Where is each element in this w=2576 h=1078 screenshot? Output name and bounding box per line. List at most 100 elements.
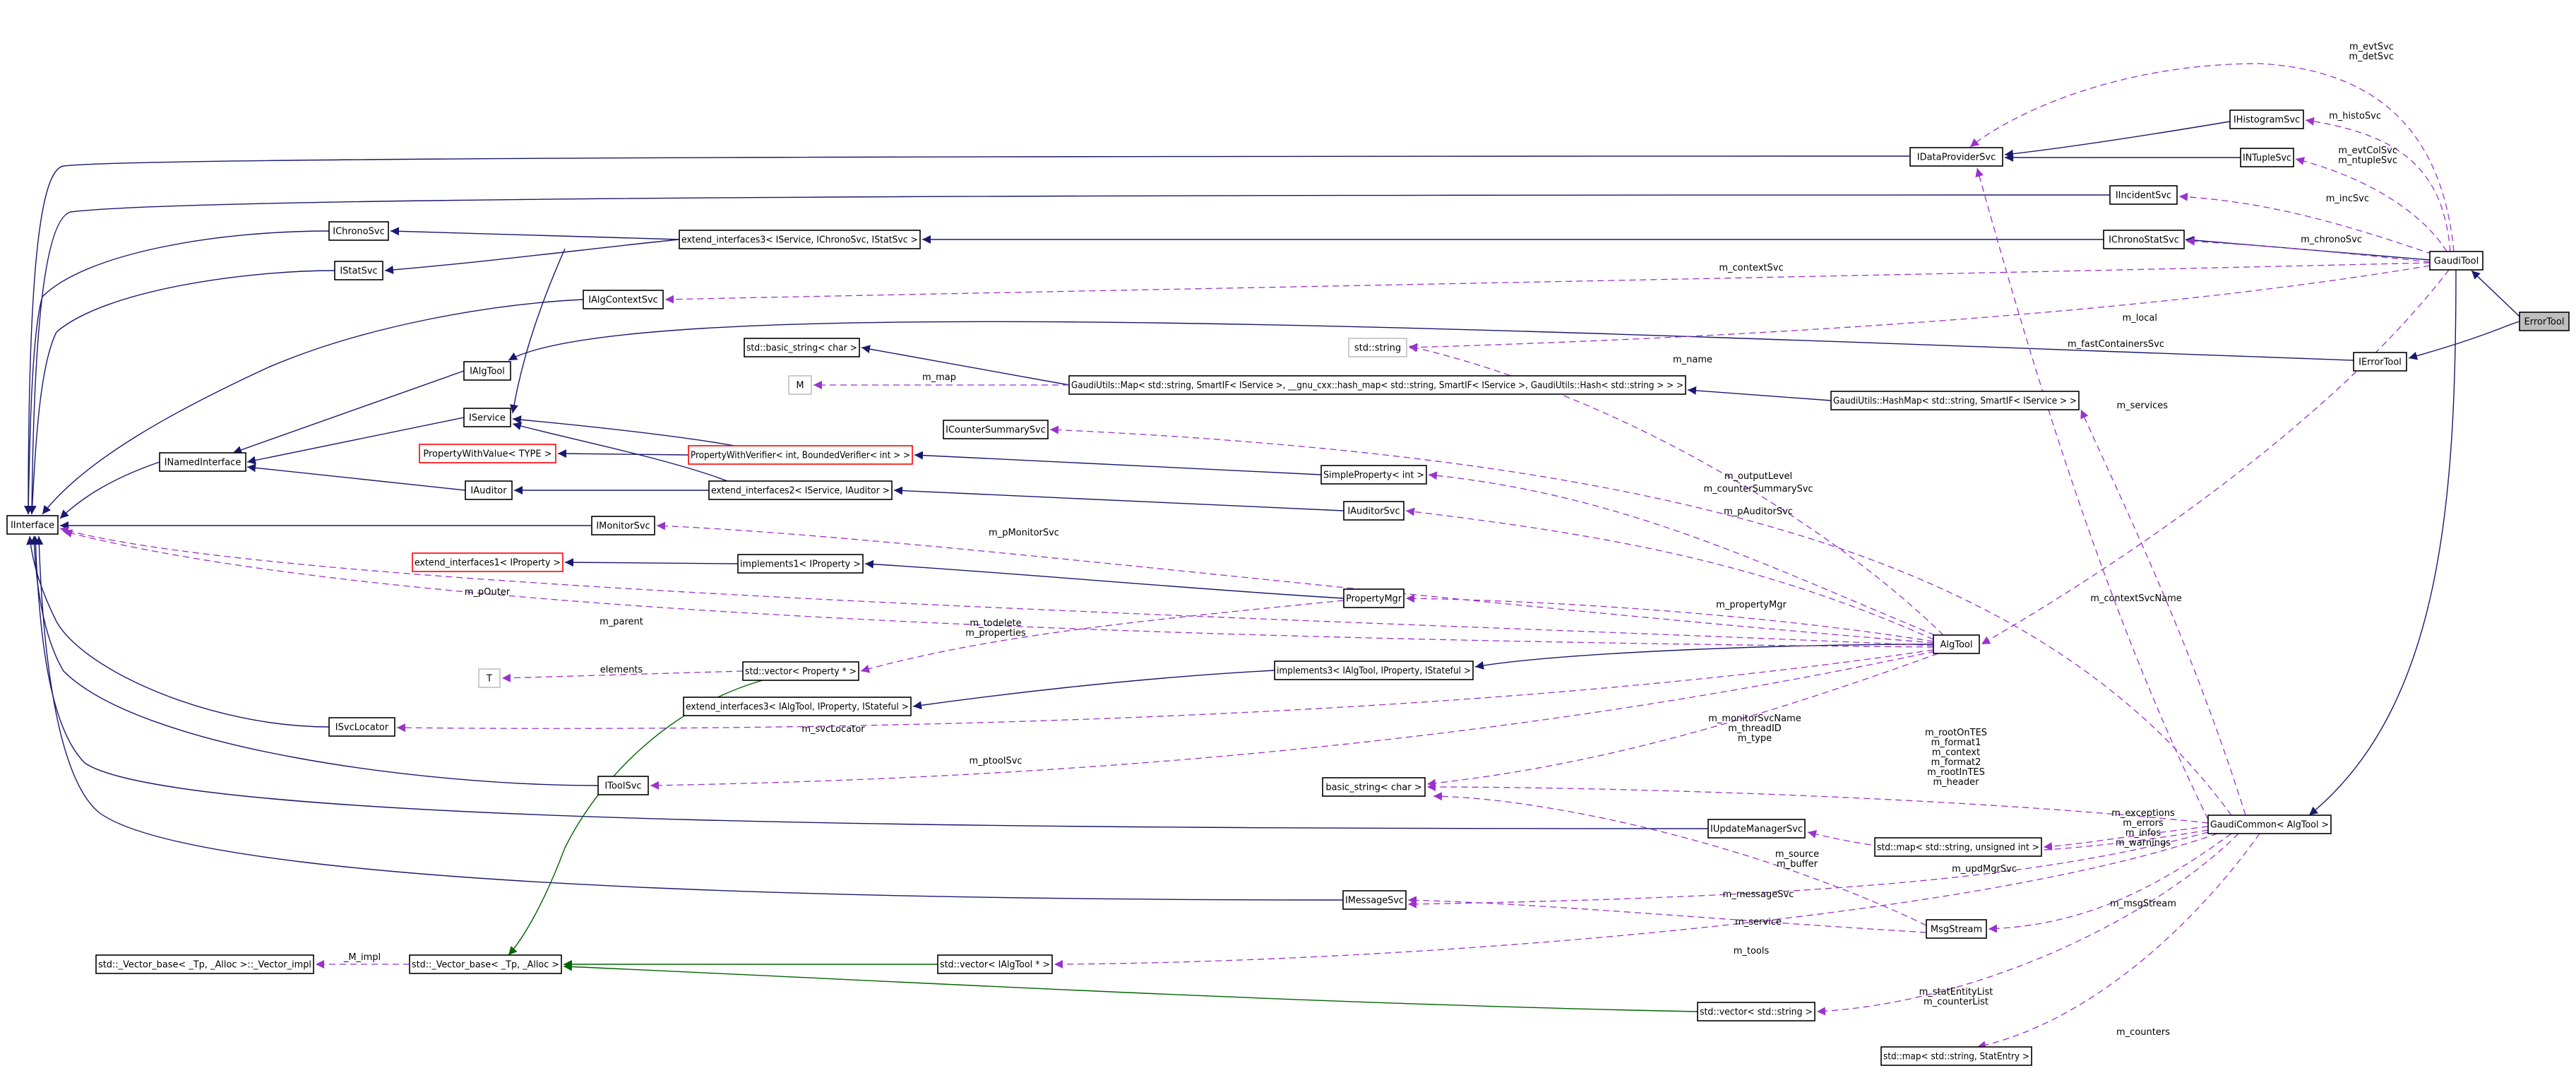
class-node-label: IUpdateManagerSvc [1710,824,1803,835]
class-node-imessage-svc[interactable]: IMessageSvc [1342,890,1407,910]
edge-label-m-map-0: m_map [922,372,956,383]
class-node-basic-string-char[interactable]: std::basic_string< char > [744,338,860,357]
class-node-itool-svc[interactable]: IToolSvc [597,776,649,795]
class-node-msg-stream[interactable]: MsgStream [1926,919,1987,939]
class-node-gaudi-tool[interactable]: GaudiTool [2429,251,2483,271]
class-node-box [2353,352,2407,372]
class-node-iinterface[interactable]: IInterface [6,515,59,535]
class-node-simple-property-int[interactable]: SimpleProperty< int > [1320,465,1427,485]
class-node-basic-string-char2[interactable]: basic_string< char > [1322,777,1426,797]
class-node-iupdate-manager-svc[interactable]: IUpdateManagerSvc [1707,819,1806,839]
usage-edge-43 [2178,192,2433,255]
class-node-box [1274,661,1474,680]
edge-label-m-inc-svc-0: m_incSvc [2326,194,2369,204]
usage-edge-45 [664,262,2431,304]
class-node-idata-provider-svc[interactable]: IDataProviderSvc [1909,147,2003,167]
class-node-vector-ialg-tool[interactable]: std::vector< IAlgTool * > [937,954,1053,974]
class-node-box [1874,837,2042,857]
edge-label-m-p-auditor-svc-0: m_pAuditorSvc [1724,507,1793,517]
class-node-std-string[interactable]: std::string [1348,338,1407,357]
class-node-box [1830,391,2080,410]
class-node-box [683,697,912,716]
class-node-intuple-svc[interactable]: INTupleSvc [2240,148,2294,167]
edge-label-m-monitor-svc-name-1: m_threadID [1728,723,1782,734]
usage-edge-59 [860,600,1344,673]
class-node-iauditor[interactable]: IAuditor [465,480,513,500]
class-node-label: IIncidentSvc [2116,191,2171,201]
class-node-property-mgr[interactable]: PropertyMgr [1343,588,1405,608]
inheritance-edge-33 [564,558,739,567]
class-node-iservice[interactable]: IService [463,408,511,427]
class-node-box [597,776,649,795]
inheritance-edge-16 [42,299,584,515]
usage-edge-47 [1975,167,2209,820]
class-node-box [1909,147,2003,167]
class-node-vector-property[interactable]: std::vector< Property * > [742,661,859,681]
class-node-isvc-locator[interactable]: ISvcLocator [328,717,395,737]
inheritance-edge-17 [232,370,465,454]
class-node-box [688,445,913,465]
class-node-implements1[interactable]: implements1< IProperty > [737,554,864,574]
inheritance-edge-30 [914,451,1322,475]
class-node-map-string-uint[interactable]: std::map< std::string, unsigned int > [1874,837,2042,857]
class-node-alg-tool[interactable]: AlgTool [1933,634,1980,654]
class-node-extend-interfaces3-alg[interactable]: extend_interfaces3< IAlgTool, IProperty,… [683,697,912,716]
class-node-imonitor-svc[interactable]: IMonitorSvc [591,516,655,535]
class-node-ichrono-svc[interactable]: IChronoSvc [328,221,389,241]
class-node-vector-base[interactable]: std::_Vector_base< _Tp, _Alloc > [409,954,562,974]
class-node-iauditor-svc[interactable]: IAuditorSvc [1343,501,1405,521]
class-node-label: INTupleSvc [2243,153,2291,164]
usage-edge-48 [1408,343,1944,636]
edge-label-m-root-on-tes-4: m_rootInTES [1927,767,1985,778]
class-node-ichrono-stat-svc[interactable]: IChronoStatSvc [2103,230,2185,249]
edge-label-m-upd-mgr-svc-0: m_updMgrSvc [1952,864,2017,875]
class-node-label: extend_interfaces1< IProperty > [415,558,561,569]
class-node-label: implements1< IProperty > [740,559,861,570]
class-node-icounter-summary-svc[interactable]: ICounterSummarySvc [943,420,1049,439]
class-node-ialg-context-svc[interactable]: IAlgContextSvc [583,290,664,309]
class-node-label: std::vector< IAlgTool * > [940,960,1050,971]
class-node-box [1343,588,1405,608]
class-node-property-with-value[interactable]: PropertyWithValue< TYPE > [419,444,556,463]
class-node-box [334,261,383,280]
class-node-extend-interfaces1[interactable]: extend_interfaces1< IProperty > [412,552,564,572]
class-node-property-with-verifier[interactable]: PropertyWithVerifier< int, BoundedVerifi… [688,445,913,465]
usage-edge-68 [1988,833,2232,933]
class-node-ihistogram-svc[interactable]: IHistogramSvc [2229,109,2304,129]
class-node-map-stat-entry[interactable]: std::map< std::string, StatEntry > [1880,1046,2032,1066]
class-node-gaudi-common[interactable]: GaudiCommon< AlgTool > [2207,815,2332,834]
class-node-ialg-tool[interactable]: IAlgTool [463,361,511,381]
class-node-box [409,954,562,974]
class-node-label: IHistogramSvc [2234,115,2300,126]
inheritance-edge-29 [557,449,689,458]
edge-label-m-exceptions-0: m_exceptions [2111,808,2175,819]
class-node-implements3[interactable]: implements3< IAlgTool, IProperty, IState… [1274,661,1474,680]
edge-label-m-output-level-0: m_outputLevel [1724,471,1792,482]
class-node-istat-svc[interactable]: IStatSvc [334,261,383,280]
usage-edge-65 [2043,826,2209,851]
class-node-extend-interfaces3-chrono[interactable]: extend_interfaces3< IService, IChronoSvc… [679,230,921,249]
usage-edge-54 [656,521,1934,644]
class-node-box [6,515,59,535]
class-node-t[interactable]: T [478,668,501,688]
edge-label-m-evt-col-svc-ntuple-svc-0: m_evtColSvc [2338,146,2397,156]
class-node-error-tool[interactable]: ErrorTool [2519,312,2570,331]
edge-label-m-histo-svc-0: m_histoSvc [2329,111,2381,122]
class-node-iincident-svc[interactable]: IIncidentSvc [2109,185,2178,205]
class-node-inamed-interface[interactable]: INamedInterface [159,452,246,472]
class-node-box [737,554,864,574]
class-node-gaudi-utils-hash-map[interactable]: GaudiUtils::HashMap< std::string, SmartI… [1830,391,2080,410]
class-node-box [2103,230,2185,249]
class-node-extend-interfaces2[interactable]: extend_interfaces2< IService, IAuditor > [708,480,893,500]
inheritance-edge-12 [384,239,680,274]
edges-layer [24,63,2520,1050]
class-node-m[interactable]: M [788,375,812,395]
usage-edge-57 [1405,594,1934,642]
class-node-gaudi-utils-map[interactable]: GaudiUtils::Map< std::string, SmartIF< I… [1068,375,1686,395]
class-node-vector-impl[interactable]: std::_Vector_base< _Tp, _Alloc >::_Vecto… [95,954,314,974]
class-node-ierror-tool[interactable]: IErrorTool [2353,352,2407,372]
class-node-vector-string[interactable]: std::vector< std::string > [1697,1002,1815,1021]
class-node-box [1697,1002,1815,1021]
inheritance-edge-2 [2308,269,2457,816]
edge-label-m-p-monitor-svc-0: m_pMonitorSvc [989,528,1059,538]
